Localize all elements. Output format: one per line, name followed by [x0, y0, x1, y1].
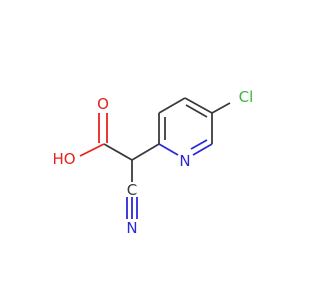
- chlorine-label: Cl: [239, 88, 254, 106]
- ring-nitrogen-label: N: [179, 152, 190, 170]
- bond-n1-c2: [158, 143, 179, 156]
- bond-c6-n1: [192, 143, 213, 156]
- atom-labels: O HO C N N Cl: [52, 88, 253, 237]
- bonds: [79, 97, 231, 219]
- bond-c4-c5-inner: [185, 104, 208, 118]
- bond-c3-c4: [158, 97, 186, 114]
- bond-hydroxyl: [79, 143, 105, 157]
- molecule-structure: O HO C N N Cl: [52, 88, 253, 237]
- carbonyl-oxygen-label: O: [97, 95, 109, 113]
- bond-alpha-carboxyl: [103, 143, 133, 161]
- cyano-carbon-label: C: [127, 181, 137, 199]
- cyano-nitrogen-label: N: [126, 219, 137, 237]
- bond-c6-n1-inner: [190, 139, 208, 150]
- bond-c5-cl: [211, 102, 231, 114]
- bond-alpha-pyridine: [131, 143, 160, 161]
- hydroxyl-label: HO: [52, 150, 75, 168]
- bond-c4-c5: [184, 97, 213, 114]
